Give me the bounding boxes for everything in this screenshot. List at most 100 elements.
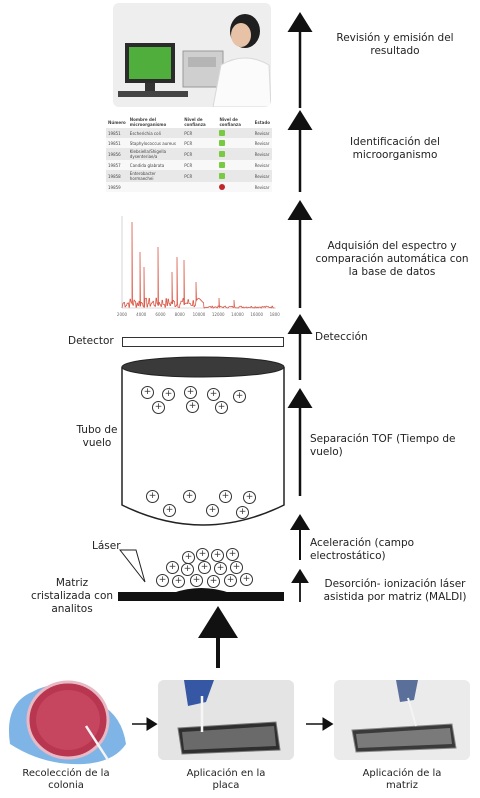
table-cell [217, 148, 253, 160]
step-detection: Detección [315, 331, 368, 343]
table-cell: 19859 [106, 182, 128, 192]
table-cell: 19856 [106, 148, 128, 160]
pipette-illustration [334, 680, 470, 760]
technician-photo [113, 3, 271, 107]
table-cell: Candida glabrata [127, 160, 183, 170]
table-header: Nombre del microorganismo [129, 117, 167, 127]
table-cell: PCR [182, 160, 218, 170]
tube-label: Tubo de vuelo [76, 424, 118, 449]
ion-icon: + [186, 400, 199, 413]
caption-plate: Aplicación en la placa [186, 768, 266, 791]
ion-icon: + [230, 561, 243, 574]
spectrum-axis-tick: 4000 [136, 312, 147, 317]
ion-icon: + [215, 401, 228, 414]
technician-illustration [113, 3, 271, 107]
table-cell: Revisar [252, 170, 272, 182]
plate-photo [158, 680, 294, 760]
ion-icon: + [206, 504, 219, 517]
ion-icon: + [198, 561, 211, 574]
table-row: 19857 Candida glabrata PCR Revisar [106, 160, 272, 170]
ion-icon: + [236, 506, 249, 519]
ion-icon: + [163, 504, 176, 517]
results-table-image: Número Nombre del microorganismo Nivel d… [106, 116, 278, 208]
caption-matrix: Aplicación de la matriz [362, 768, 442, 791]
table-cell [182, 182, 218, 192]
flight-tube [121, 356, 285, 526]
ion-icon: + [240, 573, 253, 586]
laser-beam [118, 549, 146, 583]
table-row: 19851 Escherichia coli PCR Revisar [106, 128, 272, 138]
table-cell: Escherichia coli [127, 128, 183, 138]
table-cell: Enterobacter hormaechei [127, 170, 183, 182]
table-cell: PCR [182, 128, 218, 138]
table-cell [127, 182, 183, 192]
table-header: Nivel de confianza [219, 117, 241, 127]
ion-icon: + [243, 491, 256, 504]
step-maldi: Desorción- ionización láser asistida por… [323, 578, 467, 603]
table-cell [217, 170, 253, 182]
table-cell: 19851 [106, 138, 128, 148]
ion-icon: + [211, 549, 224, 562]
table-cell: Revisar [252, 128, 272, 138]
spectrum-axis-tick: 8000 [175, 312, 186, 317]
ion-icon: + [152, 401, 165, 414]
table-header: Estado [254, 119, 270, 125]
table-row: 19856 Klebsiella/Shigella dysenteriae/a … [106, 148, 272, 160]
plate-illustration [158, 680, 294, 760]
matrix-label: Matriz cristalizada con analitos [30, 577, 114, 615]
ion-icon: + [207, 575, 220, 588]
ion-icon: + [219, 490, 232, 503]
confidence-dot-green [219, 139, 226, 146]
table-cell: 19858 [106, 170, 128, 182]
confidence-dot-green [219, 150, 226, 157]
table-cell: PCR [182, 170, 218, 182]
step-tof: Separación TOF (Tiempo de vuelo) [310, 433, 456, 458]
confidence-dot-green [219, 129, 226, 136]
ion-icon: + [196, 548, 209, 561]
ion-icon: + [190, 574, 203, 587]
ion-icon: + [141, 386, 154, 399]
table-header: Número [108, 119, 126, 125]
table-cell: 19857 [106, 160, 128, 170]
table-cell [217, 128, 253, 138]
table-cell: PCR [182, 148, 218, 160]
ion-icon: + [156, 574, 169, 587]
matrix-photo [334, 680, 470, 760]
detector-label: Detector [68, 335, 114, 347]
table-cell: Klebsiella/Shigella dysenteriae/a [127, 148, 183, 160]
table-cell [217, 138, 253, 148]
spectrum-axis-tick: 12000 [212, 312, 225, 317]
table-row: 19851 Staphylococcus aureus PCR Revisar [106, 138, 272, 148]
spectrum-axis-tick: 18000 [270, 312, 280, 317]
spectrum-axis-tick: 2000 [117, 312, 128, 317]
table-cell: PCR [182, 138, 218, 148]
table-cell [217, 182, 253, 192]
table-cell: Revisar [252, 148, 272, 160]
table-row: 19858 Enterobacter hormaechei PCR Revisa… [106, 170, 272, 182]
confidence-dot-green [219, 161, 226, 168]
spectrum-axis-tick: 16000 [250, 312, 263, 317]
table-cell: Revisar [252, 182, 272, 192]
ion-icon: + [224, 574, 237, 587]
ion-icon: + [214, 562, 227, 575]
table-cell [217, 160, 253, 170]
ion-icon: + [182, 551, 195, 564]
ion-icon: + [233, 390, 246, 403]
ion-icon: + [184, 386, 197, 399]
spectrum-axis-tick: 10000 [193, 312, 206, 317]
table-row: 19859 Revisar [106, 182, 272, 192]
table-cell: Staphylococcus aureus [127, 138, 183, 148]
ion-icon: + [172, 575, 185, 588]
results-table: Número Nombre del microorganismo Nivel d… [106, 116, 272, 192]
confidence-dot-red [219, 183, 226, 190]
step-spectrum: Adquisión del espectro y comparación aut… [315, 240, 469, 278]
ion-icon: + [226, 548, 239, 561]
table-header-row: Número Nombre del microorganismo Nivel d… [106, 116, 272, 128]
laser-label: Láser [92, 540, 121, 552]
ion-icon: + [183, 490, 196, 503]
ion-icon: + [166, 561, 179, 574]
ion-icon: + [146, 490, 159, 503]
step-review: Revisión y emisión del resultado [336, 32, 454, 57]
